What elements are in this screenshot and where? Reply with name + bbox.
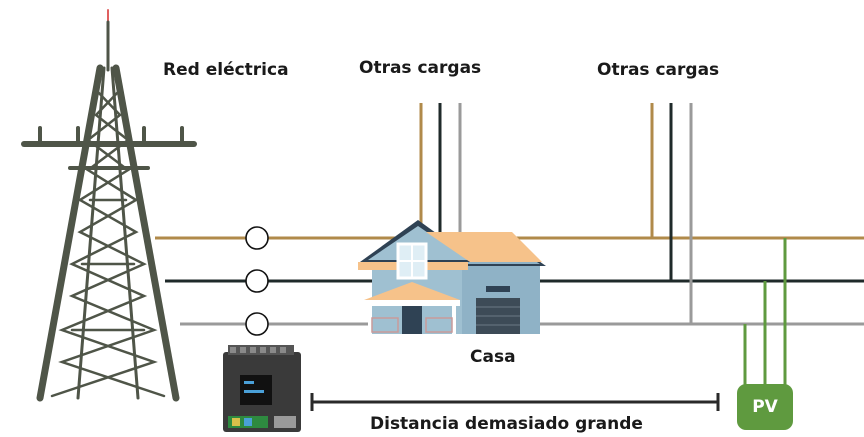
distance-label: Distancia demasiado grande — [370, 414, 643, 434]
pv-inverter-icon — [737, 384, 793, 430]
other-loads-label-1: Otras cargas — [359, 58, 482, 78]
current-sensor-ring-icon — [245, 226, 269, 336]
pv-label: PV — [752, 397, 778, 417]
distance-indicator — [310, 393, 720, 411]
house-icon — [358, 220, 546, 334]
energy-meter-device-icon — [223, 345, 301, 432]
power-tower-icon — [21, 9, 197, 402]
other-loads-label-2: Otras cargas — [597, 60, 720, 80]
grid-label: Red eléctrica — [163, 60, 289, 80]
house-label: Casa — [470, 347, 516, 367]
